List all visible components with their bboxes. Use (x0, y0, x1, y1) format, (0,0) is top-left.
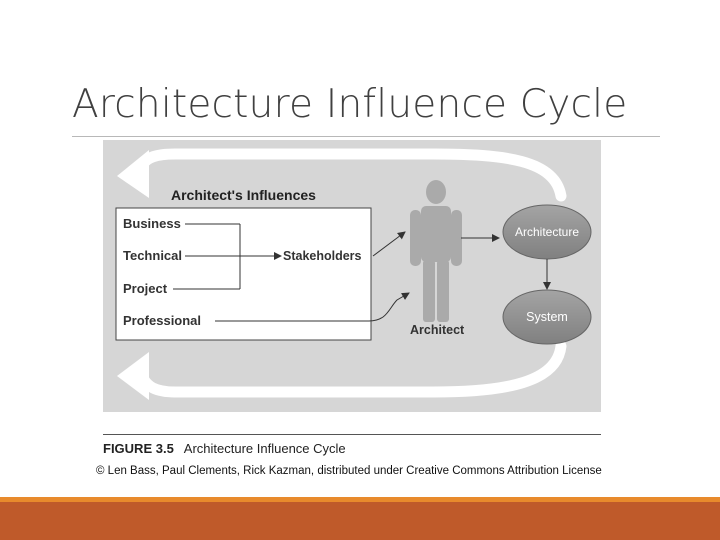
influence-cycle-diagram: Architect's Influences Business Technica… (103, 140, 601, 412)
influence-professional: Professional (123, 313, 201, 328)
feedback-arrow-bottom (117, 340, 567, 400)
influence-technical: Technical (123, 248, 182, 263)
arrow-professional-to-architect (215, 292, 410, 322)
influence-project: Project (123, 281, 168, 296)
arrow-stakeholders-to-architect (372, 231, 406, 257)
influences-heading: Architect's Influences (171, 187, 316, 203)
figure-caption-rule (103, 434, 601, 435)
architect-label: Architect (410, 323, 465, 337)
figure-caption: FIGURE 3.5 Architecture Influence Cycle (103, 441, 346, 456)
system-node (502, 289, 592, 345)
diagram-canvas: Architect's Influences Business Technica… (115, 148, 592, 400)
influence-business: Business (123, 216, 181, 231)
footer-bar (0, 502, 720, 540)
footer-accent-line (0, 497, 720, 502)
architecture-label: Architecture (515, 225, 579, 239)
slide-title: Architecture Influence Cycle (72, 82, 628, 127)
architect-figure (410, 180, 462, 322)
feedback-arrow-top (117, 148, 567, 202)
figure-caption-text: Architecture Influence Cycle (183, 441, 346, 456)
stakeholders-label: Stakeholders (283, 249, 362, 263)
title-divider (72, 136, 660, 137)
figure-number: FIGURE 3.5 (103, 441, 174, 456)
influences-box (115, 207, 372, 341)
system-label: System (526, 310, 568, 324)
copyright-credit: © Len Bass, Paul Clements, Rick Kazman, … (96, 465, 602, 477)
